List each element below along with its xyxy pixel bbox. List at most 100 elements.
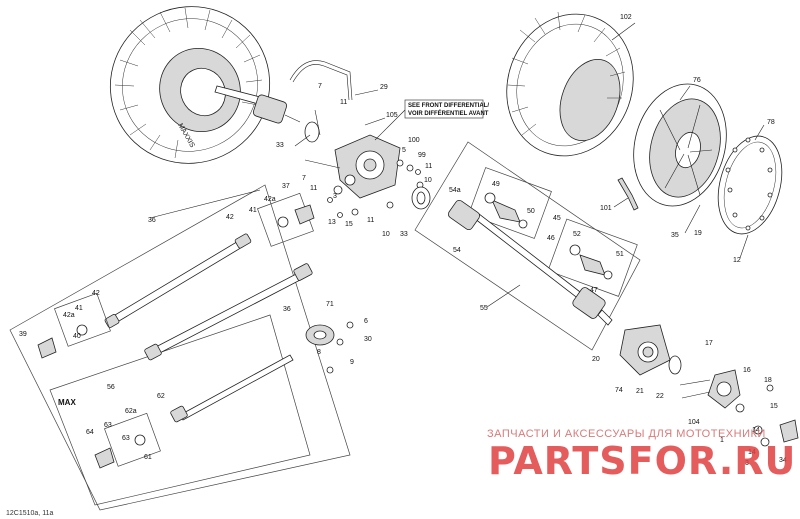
callout-76: 76: [693, 77, 701, 84]
callout-8: 8: [317, 349, 321, 356]
watermark: ЗАПЧАСТИ И АКСЕССУАРЫ ДЛЯ МОТОТЕХНИКИ PA…: [487, 428, 796, 483]
callout-20: 20: [592, 356, 600, 363]
callout-47: 47: [590, 287, 598, 294]
callout-11d: 11: [367, 217, 374, 224]
callout-50: 50: [527, 208, 535, 215]
callout-62: 62: [157, 393, 165, 400]
callout-15: 15: [345, 221, 353, 228]
callout-105: 105: [386, 112, 398, 119]
wheel-rim: [633, 83, 727, 207]
propeller-shaft-lower: [144, 263, 313, 361]
note-line-2: VOIR DIFFÉRENTIEL AVANT: [408, 109, 489, 117]
callout-49: 49: [492, 181, 500, 188]
callout-37: 37: [282, 183, 290, 190]
callout-6: 6: [364, 318, 368, 325]
brake-parts: [753, 419, 799, 447]
callout-5: 5: [402, 147, 406, 154]
knuckle-assembly: [619, 324, 682, 376]
callout-34: 34: [779, 457, 787, 464]
callout-9: 9: [350, 359, 354, 366]
callout-18: 18: [764, 377, 772, 384]
callout-14b: 14: [748, 449, 756, 456]
callout-54a: 54a: [449, 187, 461, 194]
callout-33a: 33: [276, 142, 284, 149]
max-label: MAX: [58, 398, 76, 407]
callout-63b: 63: [122, 435, 130, 442]
carrier-bearing: [305, 321, 354, 374]
drive-shaft-box: [414, 141, 641, 351]
callout-12: 12: [733, 257, 741, 264]
rear-drive-shaft: [447, 199, 613, 326]
cv-boot-inner: [484, 192, 528, 229]
callout-36a: 36: [148, 217, 156, 224]
callout-22: 22: [656, 393, 664, 400]
callout-42: 42: [226, 214, 234, 221]
callout-7b: 7: [302, 175, 306, 182]
callout-54: 54: [453, 247, 461, 254]
callout-55: 55: [480, 305, 488, 312]
callout-14a: 14: [752, 427, 760, 434]
callout-42ab: 42a: [63, 312, 75, 319]
callout-36b: 36: [283, 306, 291, 313]
callout-3a: 3: [333, 193, 337, 200]
callout-29: 29: [380, 84, 388, 91]
left-drive-shaft: [214, 60, 353, 124]
callout-101: 101: [600, 205, 612, 212]
callout-13: 13: [328, 219, 336, 226]
propeller-shaft-upper: [104, 233, 252, 328]
left-tire: MAXXIS: [109, 6, 271, 164]
callout-100: 100: [408, 137, 420, 144]
front-differential-note: SEE FRONT DIFFERENTIAL/ VOIR DIFFÉRENTIE…: [374, 99, 489, 141]
callout-11b: 11: [425, 163, 432, 170]
note-line-1: SEE FRONT DIFFERENTIAL/: [408, 103, 489, 109]
callout-7a: 7: [318, 83, 322, 90]
callout-21: 21: [636, 388, 644, 395]
callout-45: 45: [553, 215, 561, 222]
callout-42a: 42a: [264, 196, 276, 203]
callout-102: 102: [620, 14, 632, 21]
callout-3b: 3: [745, 460, 749, 467]
callout-51: 51: [616, 251, 624, 258]
callout-35: 35: [671, 232, 679, 239]
callout-16: 16: [743, 367, 751, 374]
right-tire: [506, 11, 634, 157]
callout-46: 46: [547, 235, 555, 242]
callout-41b: 41: [75, 305, 83, 312]
callout-19: 19: [694, 230, 702, 237]
callout-56: 56: [107, 384, 115, 391]
callout-62a: 62a: [125, 408, 137, 415]
watermark-logo: PARTSFOR.RU: [488, 439, 796, 483]
callout-61: 61: [144, 454, 152, 461]
hub-assembly: [679, 369, 774, 413]
callout-17: 17: [705, 340, 713, 347]
callout-41a: 41: [249, 207, 257, 214]
callout-10b: 10: [382, 231, 390, 238]
cv-boot-outer: [569, 244, 613, 280]
callout-78: 78: [767, 119, 775, 126]
callout-11c: 11: [310, 185, 317, 192]
callout-15b: 15: [770, 403, 778, 410]
callout-74: 74: [615, 387, 623, 394]
valve-stem: [617, 177, 639, 211]
leader-lines: [149, 22, 765, 308]
callout-11a: 11: [340, 99, 347, 106]
callout-1: 1: [720, 437, 724, 444]
diagram-reference: 12C1510a, 11a: [6, 510, 53, 517]
diff-fasteners: [327, 159, 431, 218]
callout-63a: 63: [104, 422, 112, 429]
callout-labels: 102 76 78 29 7 11 105 33 100 5 99 11 7 1…: [19, 14, 787, 467]
callout-42b: 42: [92, 290, 100, 297]
callout-33b: 33: [400, 231, 408, 238]
callout-104: 104: [688, 419, 700, 426]
u-joint-box-top: [257, 192, 315, 247]
propeller-shaft-max: [170, 354, 294, 423]
callout-52: 52: [573, 231, 581, 238]
callout-10a: 10: [424, 177, 432, 184]
u-joint-box-max: [94, 412, 161, 469]
callout-99: 99: [418, 152, 426, 159]
u-joint-box-left: [37, 292, 111, 359]
propeller-shaft-group-box: [9, 184, 351, 511]
beadlock-ring: [717, 135, 783, 235]
callout-71: 71: [326, 301, 334, 308]
